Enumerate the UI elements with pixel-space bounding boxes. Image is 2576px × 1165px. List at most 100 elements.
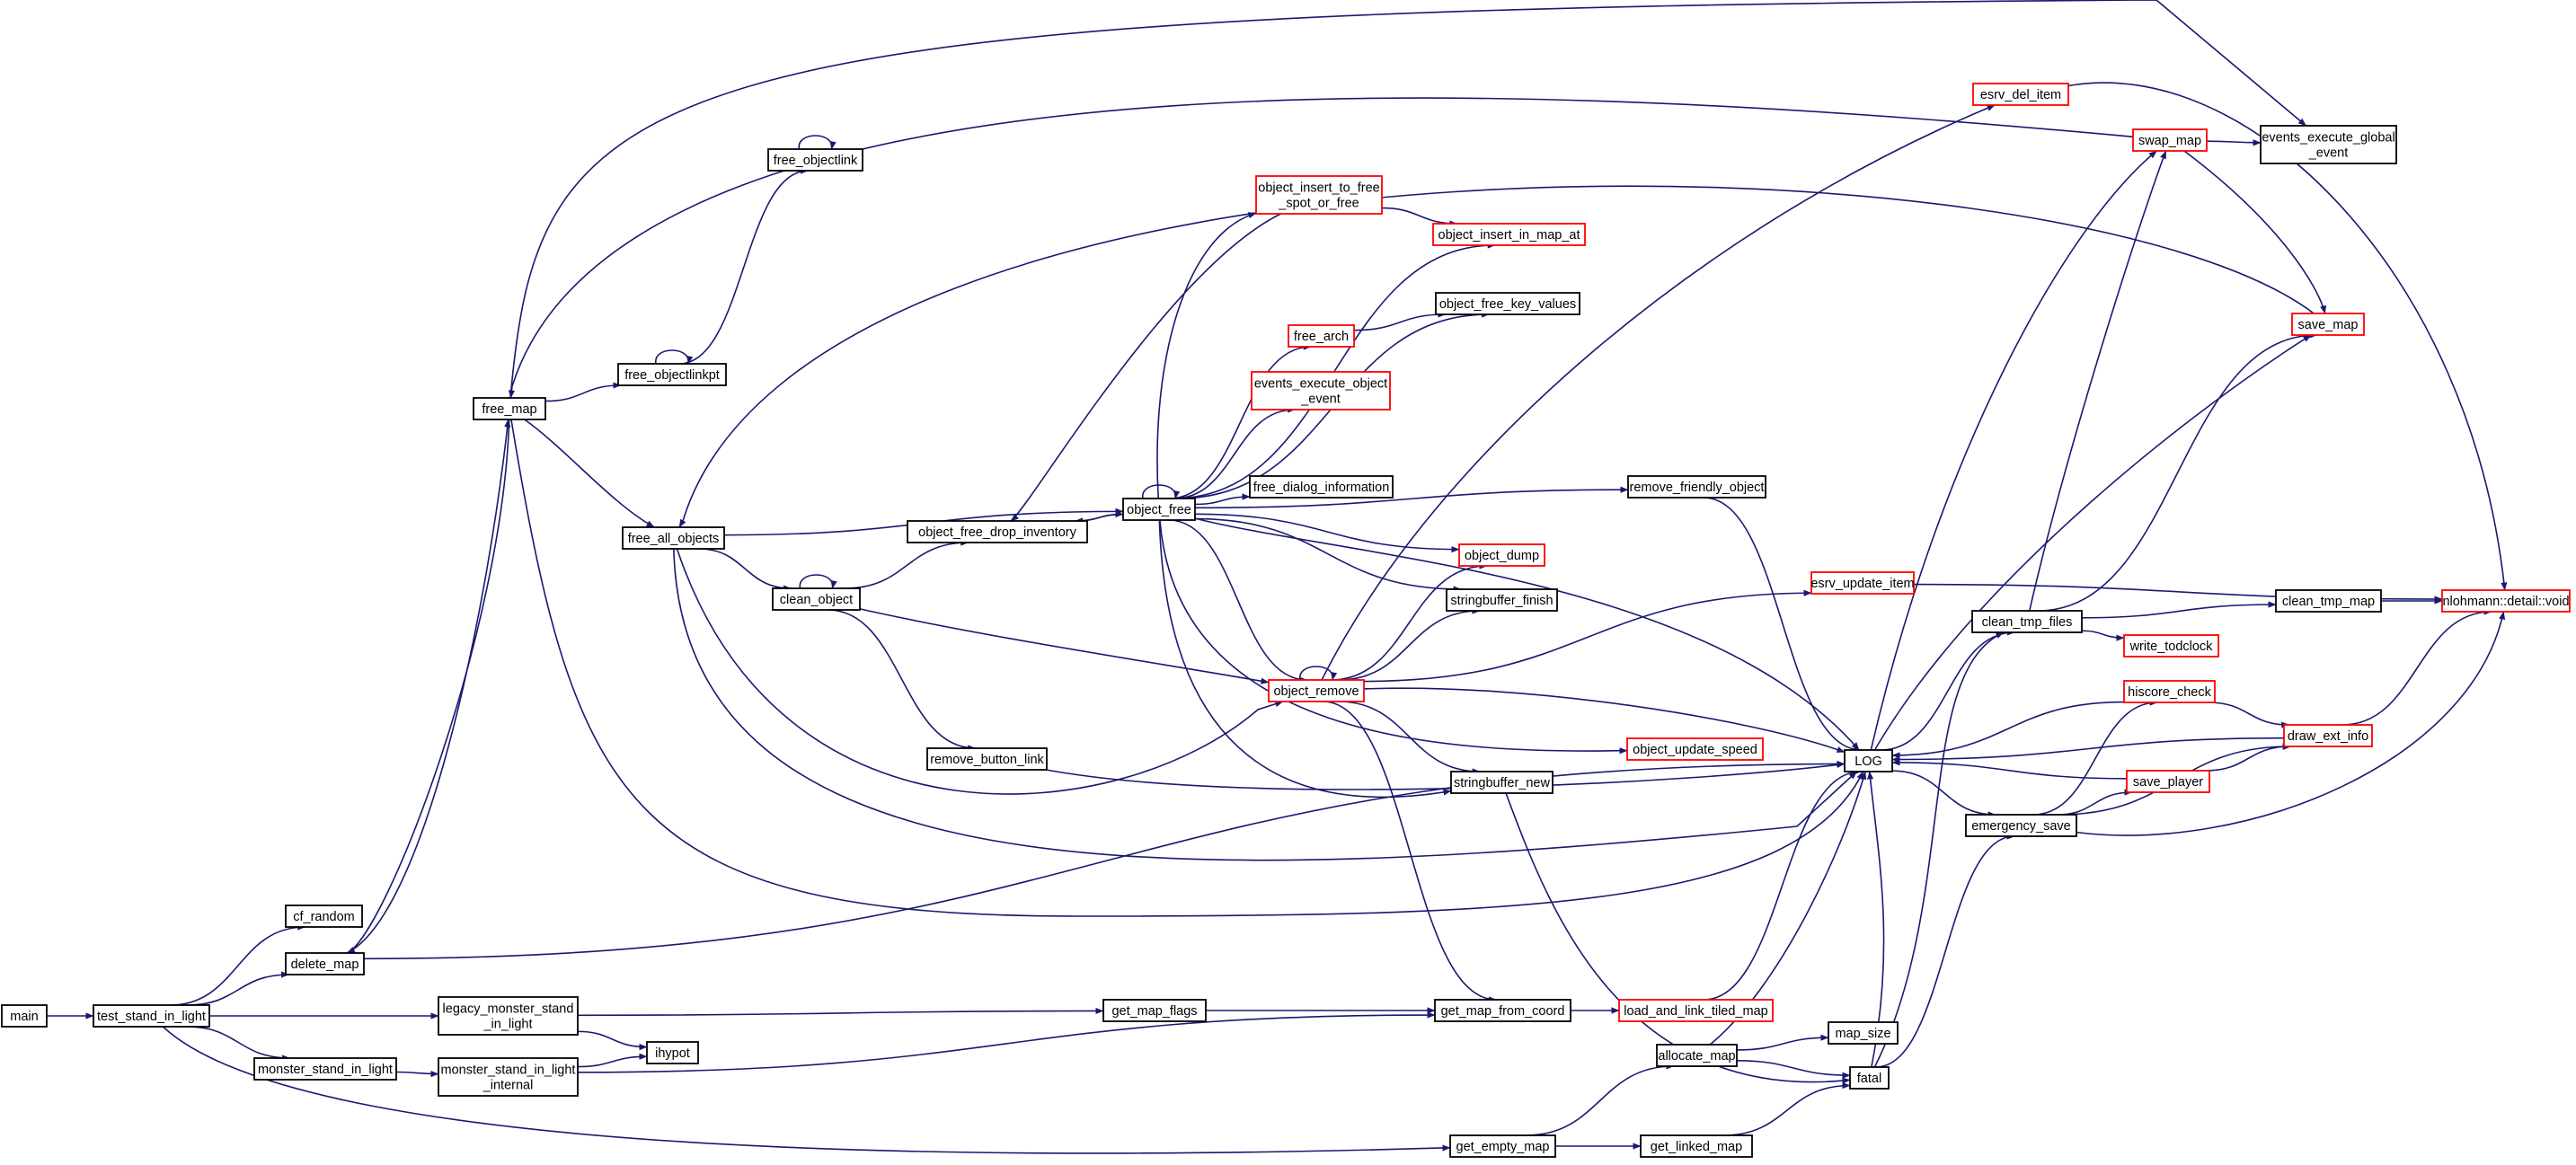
node-label: get_map_from_coord	[1441, 1004, 1565, 1019]
node-emergency_save[interactable]: emergency_save	[1965, 814, 2077, 837]
edge-clean_tmp_files-to-clean_tmp_map	[2081, 601, 2277, 619]
node-label: free_dialog_information	[1253, 481, 1390, 495]
node-box	[2275, 589, 2382, 613]
edge-monster_stand_in_light-to-monster_stand_in_light_internal	[395, 1070, 439, 1078]
edge-object_free-to-free_arch	[1169, 343, 1312, 499]
node-map_size[interactable]: map_size	[1828, 1021, 1899, 1045]
node-label: test_stand_in_light	[97, 1010, 206, 1024]
node-label: fatal	[1857, 1072, 1881, 1086]
node-get_empty_map[interactable]: get_empty_map	[1449, 1134, 1556, 1158]
node-label: _in_light	[482, 1018, 532, 1032]
edge-remove_button_link-to-LOG	[1046, 761, 1846, 790]
node-ihypot[interactable]: ihypot	[646, 1041, 699, 1064]
node-box	[1446, 588, 1558, 612]
node-stringbuffer_new[interactable]: stringbuffer_new	[1450, 771, 1554, 794]
node-get_map_from_coord[interactable]: get_map_from_coord	[1434, 999, 1571, 1022]
node-get_linked_map[interactable]: get_linked_map	[1640, 1134, 1753, 1158]
node-box	[1122, 498, 1196, 521]
node-hiscore_check[interactable]: hiscore_check	[2123, 680, 2216, 703]
edge-test_stand_in_light-to-get_empty_map	[162, 1026, 1451, 1154]
node-free_all_objects[interactable]: free_all_objects	[622, 526, 725, 550]
edge-object_free-to-LOG	[1194, 517, 1860, 751]
node-box	[1288, 324, 1355, 348]
node-get_map_flags[interactable]: get_map_flags	[1102, 999, 1207, 1022]
node-allocate_map[interactable]: allocate_map	[1656, 1044, 1738, 1067]
node-free_objectlinkpt[interactable]: free_objectlinkpt	[617, 363, 727, 386]
edge-save_player-to-draw_ext_info	[2205, 743, 2291, 772]
node-label: monster_stand_in_light	[258, 1063, 393, 1077]
node-box	[2126, 770, 2210, 793]
edge-allocate_map-to-map_size	[1736, 1034, 1829, 1051]
node-nlohmann_detail_void[interactable]: nlohmann::detail::void	[2441, 589, 2571, 613]
node-object_dump[interactable]: object_dump	[1458, 543, 1545, 567]
node-load_and_link_tiled_map[interactable]: load_and_link_tiled_map	[1618, 999, 1774, 1022]
node-save_map[interactable]: save_map	[2291, 313, 2365, 336]
node-esrv_update_item[interactable]: esrv_update_item	[1810, 571, 1915, 595]
edge-draw_ext_info-to-LOG	[1891, 737, 2285, 763]
node-clean_tmp_files[interactable]: clean_tmp_files	[1971, 610, 2083, 633]
node-box	[1, 1004, 48, 1028]
node-object_free[interactable]: object_free	[1122, 498, 1196, 521]
node-save_player[interactable]: save_player	[2126, 770, 2210, 793]
node-box	[1449, 1134, 1556, 1158]
node-main[interactable]: main	[1, 1004, 48, 1028]
node-label: object_remove	[1273, 684, 1359, 699]
node-label: write_todclock	[2129, 640, 2214, 654]
node-box	[1810, 571, 1915, 595]
node-free_dialog_information[interactable]: free_dialog_information	[1249, 475, 1394, 499]
node-label: remove_friendly_object	[1630, 481, 1765, 495]
node-object_free_drop_inventory[interactable]: object_free_drop_inventory	[907, 520, 1088, 543]
node-label: object_free_key_values	[1439, 297, 1576, 312]
node-swap_map[interactable]: swap_map	[2132, 128, 2208, 152]
node-box	[2283, 724, 2373, 747]
node-write_todclock[interactable]: write_todclock	[2123, 634, 2219, 658]
node-monster_stand_in_light[interactable]: monster_stand_in_light	[253, 1057, 397, 1081]
node-remove_friendly_object[interactable]: remove_friendly_object	[1627, 475, 1766, 499]
edge-test_stand_in_light-to-delete_map	[187, 971, 290, 1006]
node-label: events_execute_object	[1254, 377, 1387, 392]
node-delete_map[interactable]: delete_map	[285, 952, 365, 975]
node-object_remove[interactable]: object_remove	[1268, 679, 1365, 702]
node-monster_stand_in_light_internal[interactable]: monster_stand_in_light_internal	[438, 1057, 579, 1097]
node-test_stand_in_light[interactable]: test_stand_in_light	[93, 1004, 210, 1028]
edge-object_remove-to-stringbuffer_finish	[1338, 607, 1481, 681]
node-stringbuffer_finish[interactable]: stringbuffer_finish	[1446, 588, 1558, 612]
node-label: monster_stand_in_light	[441, 1064, 576, 1078]
node-events_execute_global_event[interactable]: events_execute_global_event	[2260, 125, 2397, 164]
node-events_execute_object_event[interactable]: events_execute_object_event	[1251, 371, 1391, 410]
node-box	[1255, 175, 1383, 215]
node-object_free_key_values[interactable]: object_free_key_values	[1435, 292, 1580, 315]
node-clean_tmp_map[interactable]: clean_tmp_map	[2275, 589, 2382, 613]
node-object_insert_to_free_spot_or_free[interactable]: object_insert_to_free_spot_or_free	[1255, 175, 1383, 215]
node-box	[285, 952, 365, 975]
node-LOG[interactable]: LOG	[1844, 749, 1893, 772]
node-label: object_free	[1127, 503, 1191, 517]
node-free_objectlink[interactable]: free_objectlink	[767, 148, 863, 172]
node-esrv_del_item[interactable]: esrv_del_item	[1972, 83, 2069, 106]
edge-object_insert_to_free_spot_or_free-to-object_insert_in_map_at	[1381, 207, 1458, 227]
edge-free_arch-to-object_free_key_values	[1353, 311, 1447, 331]
node-box	[1844, 749, 1893, 772]
node-legacy_monster_stand_in_light[interactable]: legacy_monster_stand_in_light	[438, 996, 579, 1036]
node-fatal[interactable]: fatal	[1849, 1066, 1890, 1090]
edge-monster_stand_in_light_internal-to-ihypot	[577, 1053, 648, 1068]
node-box	[772, 587, 861, 611]
edge-fatal-to-emergency_save	[1875, 833, 2015, 1068]
node-object_update_speed[interactable]: object_update_speed	[1626, 737, 1764, 761]
edge-get_linked_map-to-fatal	[1723, 1081, 1851, 1136]
node-box	[2123, 680, 2216, 703]
edge-load_and_link_tiled_map-to-LOG	[1703, 768, 1862, 1001]
node-label: get_linked_map	[1651, 1140, 1742, 1154]
node-clean_object[interactable]: clean_object	[772, 587, 861, 611]
node-cf_random[interactable]: cf_random	[285, 905, 363, 928]
edge-object_free-to-object_update_speed	[1159, 519, 1628, 755]
node-label: free_all_objects	[628, 532, 720, 546]
edge-esrv_del_item-to-nlohmann_detail_void	[2067, 82, 2508, 591]
edge-object_free-to-object_remove	[1168, 519, 1308, 684]
node-remove_button_link[interactable]: remove_button_link	[926, 747, 1048, 771]
node-draw_ext_info[interactable]: draw_ext_info	[2283, 724, 2373, 747]
node-free_arch[interactable]: free_arch	[1288, 324, 1355, 348]
node-free_map[interactable]: free_map	[473, 397, 546, 420]
node-object_insert_in_map_at[interactable]: object_insert_in_map_at	[1432, 223, 1586, 246]
